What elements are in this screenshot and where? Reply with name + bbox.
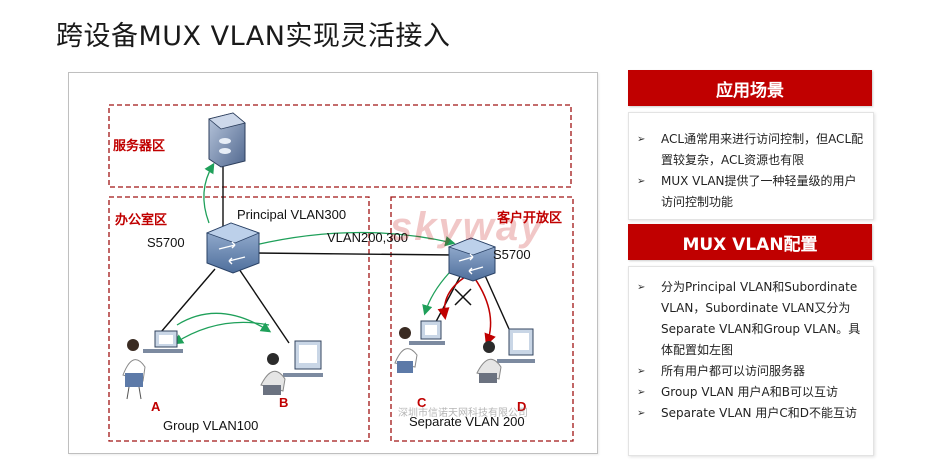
user-a-label: A [151,399,161,414]
server-icon [208,112,246,168]
arrow-c-to-d-blocked [437,276,466,320]
zone-server-label: 服务器区 [113,139,166,154]
zone-office-label: 办公室区 [115,213,168,228]
switch-left-icon [205,222,261,274]
arrow-bullet-icon: ➢ [637,408,646,419]
link-switch-a [154,268,216,340]
zone-customer-label: 客户开放区 [497,211,563,226]
user-d-icon [476,328,535,383]
diagram-canvas [108,104,574,442]
zone-server-border [108,104,572,188]
panel-config-body: ➢分为Principal VLAN和Subordinate VLAN，Subor… [628,266,874,456]
arrow-bullet-icon: ➢ [637,282,646,293]
link-switch-b [238,268,290,344]
user-b-label: B [279,395,289,410]
arrow-d-to-c-blocked [470,272,496,346]
switch-right-icon [447,237,497,282]
list-item: ➢Separate VLAN 用户C和D不能互访 [629,403,873,424]
zone-office-border [108,196,370,442]
panel-scenario-body: ➢ACL通常用来进行访问控制，但ACL配置较复杂，ACL资源也有限 ➢MUX V… [628,112,874,220]
panel-config-header: MUX VLAN配置 [628,224,872,260]
list-item: ➢所有用户都可以访问服务器 [629,361,873,382]
arrow-bullet-icon: ➢ [637,366,646,377]
user-c-icon [394,320,445,373]
watermark-company: 深圳市信诺天网科技有限公司 [398,408,528,419]
list-item: ➢ACL通常用来进行访问控制，但ACL配置较复杂，ACL资源也有限 [629,129,873,171]
user-d-label: D [517,399,527,414]
arrow-customer-to-server [254,231,456,247]
list-item: ➢Group VLAN 用户A和B可以互访 [629,382,873,403]
zone-customer-border [390,196,574,442]
panel-scenario-header: 应用场景 [628,70,872,106]
trunk-vlan-label: VLAN200,300 [327,230,408,245]
arrow-b-to-a [172,321,270,345]
arrow-switch-to-c [422,272,450,316]
page-title: 跨设备MUX VLAN实现灵活接入 [56,21,451,52]
arrow-bullet-icon: ➢ [637,387,646,398]
user-c-label: C [417,395,427,410]
user-a-icon [122,330,183,400]
list-item: ➢分为Principal VLAN和Subordinate VLAN，Subor… [629,277,873,361]
arrow-bullet-icon: ➢ [637,134,646,145]
network-diagram: 服务器区 办公室区 客户开放区 Principal VLAN300 VLAN20… [68,72,598,454]
arrow-bullet-icon: ➢ [637,176,646,187]
block-cross [454,288,472,306]
list-item: ➢MUX VLAN提供了一种轻量级的用户访问控制功能 [629,171,873,213]
separate-vlan-label: Separate VLAN 200 [409,414,525,429]
principal-vlan-label: Principal VLAN300 [237,207,347,222]
watermark-logo: skyway [390,205,545,249]
link-trunk [254,252,456,256]
switch-left-label: S5700 [147,235,185,250]
switch-right-label: S5700 [493,247,531,262]
arrow-a-to-b [176,312,272,333]
user-b-icon [260,340,323,395]
group-vlan-label: Group VLAN100 [163,418,259,433]
arrow-office-to-server [203,162,215,224]
link-switch-d [482,270,510,330]
